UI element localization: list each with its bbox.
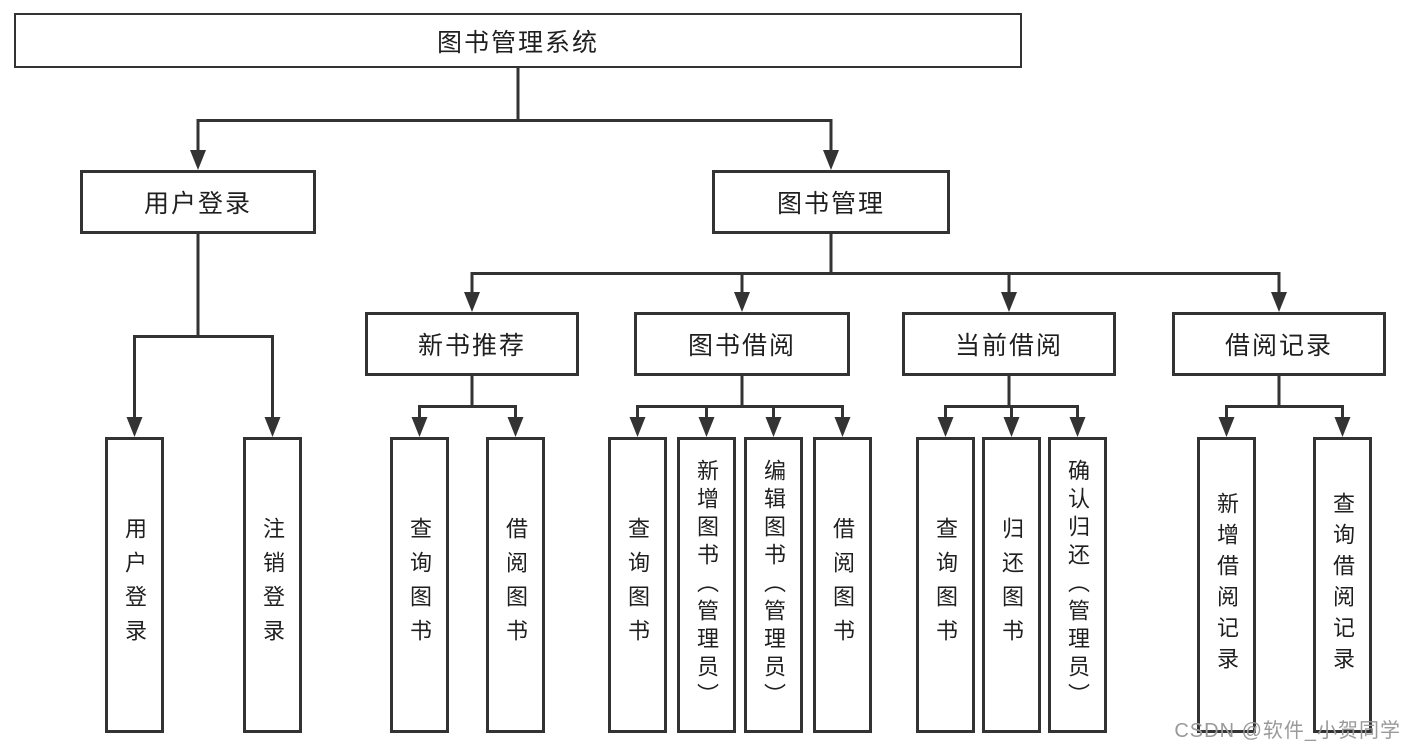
leaf-add-books-admin: 新增图书（管理员） [677,437,736,733]
node-current-borrowing: 当前借阅 [902,312,1116,376]
node-user-login: 用户登录 [80,170,316,234]
leaf-borrow-books: 借阅图书 [813,437,872,733]
leaf-query-borrow-record: 查询借阅记录 [1313,437,1372,733]
leaf-edit-books-admin: 编辑图书（管理员） [744,437,803,733]
leaf-user-login: 用户登录 [105,437,164,733]
node-root-system: 图书管理系统 [14,13,1022,68]
leaf-return-books: 归还图书 [982,437,1041,733]
leaf-query-books-borrow: 查询图书 [608,437,667,733]
leaf-query-books-current: 查询图书 [916,437,975,733]
node-book-borrowing: 图书借阅 [634,312,850,376]
watermark: CSDN @软件_小贺同学 [1174,720,1401,742]
leaf-query-books-recommend: 查询图书 [390,437,449,733]
leaf-confirm-return-admin: 确认归还（管理员） [1048,437,1107,733]
leaf-borrow-books-recommend: 借阅图书 [486,437,545,733]
node-new-book-recommend: 新书推荐 [365,312,579,376]
leaf-add-borrow-record: 新增借阅记录 [1197,437,1256,733]
leaf-logout: 注销登录 [243,437,302,733]
node-book-management: 图书管理 [712,170,950,234]
node-borrow-records: 借阅记录 [1172,312,1386,376]
